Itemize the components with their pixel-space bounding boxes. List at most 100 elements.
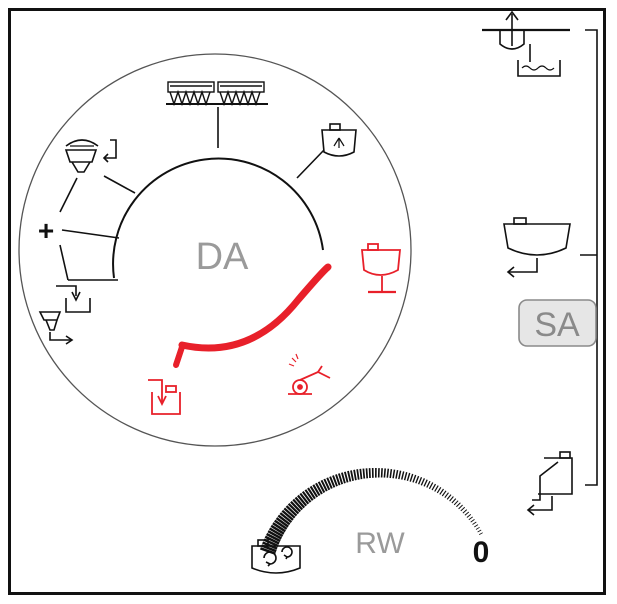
suction-fill-bucket-icon[interactable] (482, 10, 570, 77)
gauge-scale (259, 467, 483, 555)
gauge-tick (307, 487, 316, 500)
gauge-tick (403, 472, 408, 481)
gauge-tick (389, 468, 393, 479)
sa-label: SA (534, 306, 580, 344)
circuit-main-line (112, 157, 324, 279)
gauge-tick (406, 472, 411, 482)
gauge-tick (301, 490, 312, 503)
tank-fill-icon[interactable] (148, 379, 181, 415)
gauge-tick (466, 514, 472, 518)
gauge-tick (272, 522, 286, 533)
gauge-tick (458, 504, 463, 510)
gauge-tick (412, 474, 417, 483)
gauge-tick (436, 486, 442, 494)
gauge-tick (335, 474, 341, 486)
gauge-tick (451, 498, 457, 504)
gauge-tick (283, 507, 296, 519)
gauge-tick (290, 500, 302, 513)
gauge-tick (267, 530, 282, 540)
gauge-tick (431, 483, 437, 491)
gauge-tick (362, 468, 366, 479)
tank-agitation-icon[interactable] (251, 539, 301, 574)
gauge-tick (470, 519, 475, 523)
gauge-tick (274, 519, 288, 530)
gauge-tick (304, 489, 314, 501)
gauge-tick (332, 475, 338, 487)
main-tank-outlet-icon[interactable] (503, 217, 571, 278)
gauge-tick (264, 535, 280, 545)
gauge-tick (398, 470, 402, 480)
left-bracket (59, 177, 118, 281)
gauge-tick (344, 471, 349, 483)
gauge-tick (434, 485, 439, 492)
gauge-tick (456, 502, 461, 508)
gauge-tick (329, 476, 336, 488)
gauge-label: RW (355, 527, 405, 560)
gauge-tick (297, 494, 308, 507)
gauge-tick (439, 488, 444, 495)
spoke-plus (61, 229, 120, 239)
boom-sections-icon[interactable] (166, 81, 268, 107)
gauge-tick (417, 476, 423, 485)
gauge-tick (266, 532, 281, 543)
gauge-tick (320, 479, 328, 492)
gauge-tick (287, 502, 300, 515)
gauge-tick (472, 521, 477, 525)
active-flow-arc (178, 263, 332, 352)
gauge-tick (350, 470, 354, 481)
gauge-tick (380, 468, 383, 478)
gauge-tick (277, 514, 291, 526)
gauge-tick (353, 469, 357, 481)
gauge-tick (423, 479, 428, 487)
active-flow-tail (173, 344, 185, 368)
gauge-tick (315, 482, 323, 495)
spray-tank-nozzle-icon[interactable] (321, 123, 357, 157)
plus-symbol: + (38, 215, 54, 246)
tank-drain-icon[interactable] (361, 243, 401, 294)
gauge-tick (294, 496, 306, 509)
gauge-tick (468, 516, 473, 521)
gauge-tick (420, 478, 426, 486)
gauge-tick (279, 512, 293, 524)
gauge-tick (464, 511, 470, 516)
gauge-tick (453, 500, 459, 506)
gauge-tick (299, 492, 310, 505)
gauge-tick (317, 481, 326, 493)
gauge-tick (312, 484, 321, 497)
gauge-tick (449, 496, 454, 502)
gauge-tick (270, 524, 285, 535)
gauge-tick (365, 468, 369, 479)
gauge-tick (386, 468, 390, 478)
gauge-tick (392, 469, 396, 479)
gauge-tick (323, 478, 331, 491)
gauge-value: 0 (473, 536, 490, 569)
gauge-tick (341, 472, 346, 484)
gauge-tick (338, 473, 344, 485)
gauge-tick (347, 470, 352, 482)
hopper-to-tank-icon[interactable] (38, 285, 91, 345)
gauge-tick (426, 480, 431, 488)
spray-gun-hose-icon[interactable] (288, 353, 331, 395)
sa-badge[interactable] (518, 299, 597, 347)
gauge-tick (309, 485, 319, 498)
spoke-tank (296, 149, 325, 179)
gauge-tick (441, 490, 447, 497)
gauge-tick (460, 506, 466, 512)
gauge-tick (285, 505, 298, 517)
gauge-tick (356, 469, 360, 480)
gauge-tick (479, 532, 483, 535)
induction-hopper-icon[interactable] (64, 139, 117, 173)
right-bracket (585, 29, 598, 486)
gauge-tick (359, 468, 363, 480)
gauge-tick (446, 494, 452, 500)
gauge-tick (475, 526, 480, 530)
rinse-tank-outlet-icon[interactable] (526, 451, 573, 516)
gauge-tick (292, 498, 304, 511)
gauge-tick (409, 473, 414, 482)
gauge-tick (474, 524, 479, 528)
spoke-hopper (103, 175, 136, 194)
gauge-tick (383, 468, 386, 478)
gauge-tick (326, 477, 333, 489)
gauge-tick (395, 469, 399, 479)
